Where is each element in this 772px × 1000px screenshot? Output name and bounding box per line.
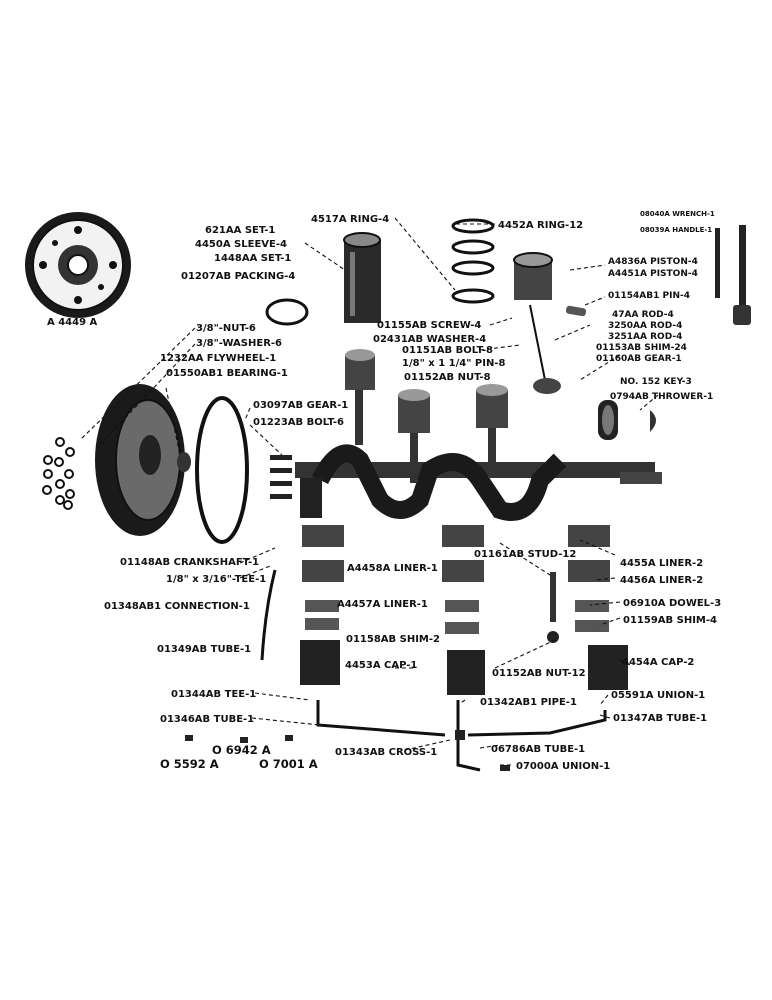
fittings xyxy=(185,730,510,771)
label-connection: 01348AB1 CONNECTION-1 xyxy=(104,601,250,612)
crankshaft-part xyxy=(295,349,662,521)
piston-part xyxy=(513,252,656,440)
label-nut12: 01152AB NUT-12 xyxy=(492,668,586,679)
label-pin8: 1/8" x 1 1/4" PIN-8 xyxy=(402,358,505,369)
label-crankshaft: 01148AB CRANKSHAFT-1 xyxy=(120,557,259,568)
leader-lines xyxy=(79,217,659,766)
label-stud: 01161AB STUD-12 xyxy=(474,549,576,560)
packing-ring xyxy=(265,298,309,326)
flywheel-part xyxy=(95,384,191,536)
label-piston-b: A4451A PISTON-4 xyxy=(608,269,698,279)
label-rod-a: 47AA ROD-4 xyxy=(612,310,674,320)
label-cap1: 4453A CAP-1 xyxy=(345,660,417,671)
label-sleeve: 4450A SLEEVE-4 xyxy=(195,239,287,250)
label-tee1a: 1/8" x 3/16"-TEE-1 xyxy=(166,574,266,585)
label-gear1: 03097AB GEAR-1 xyxy=(253,400,348,411)
label-liner2a: 4455A LINER-2 xyxy=(620,558,703,569)
label-tube1c: 01346AB TUBE-1 xyxy=(160,714,254,725)
label-liner1a: A4458A LINER-1 xyxy=(347,563,438,574)
pulley-part xyxy=(25,212,131,318)
label-thrower: 0794AB THROWER-1 xyxy=(610,392,713,402)
label-p5592: O 5592 A xyxy=(160,757,219,771)
sleeve-part xyxy=(343,232,381,323)
label-shim24: 01153AB SHIM-24 xyxy=(596,343,687,353)
nuts-washers xyxy=(42,437,75,510)
label-cap2: 4454A CAP-2 xyxy=(622,657,694,668)
label-nut8: 01152AB NUT-8 xyxy=(404,372,491,383)
label-tube1d: 06786AB TUBE-1 xyxy=(491,744,585,755)
gear-ring xyxy=(195,396,249,544)
label-flywheel: 1232AA FLYWHEEL-1 xyxy=(160,353,276,364)
label-bolt8: 01151AB BOLT-8 xyxy=(402,345,493,356)
label-union1b: 07000A UNION-1 xyxy=(516,761,610,772)
label-set1: 621AA SET-1 xyxy=(205,225,275,236)
label-ring12: 4452A RING-12 xyxy=(498,220,583,231)
label-ring4: 4517A RING-4 xyxy=(311,214,389,225)
label-wrench: 08040A WRENCH-1 xyxy=(640,210,715,218)
piston-rings xyxy=(451,218,495,304)
label-cross: 01343AB CROSS-1 xyxy=(335,747,437,758)
label-piston-a: A4836A PISTON-4 xyxy=(608,257,698,267)
label-pulley: A 4449 A xyxy=(47,317,98,328)
label-rod-b: 3250AA ROD-4 xyxy=(608,321,682,331)
label-rod-c: 3251AA ROD-4 xyxy=(608,332,682,342)
label-bearing: 01550AB1 BEARING-1 xyxy=(166,368,288,379)
label-liner2b: 4456A LINER-2 xyxy=(620,575,703,586)
label-washer6: 3/8"-WASHER-6 xyxy=(196,338,282,349)
wrench-part xyxy=(715,225,751,325)
label-pipe: 01342AB1 PIPE-1 xyxy=(480,697,577,708)
label-dowel: 06910A DOWEL-3 xyxy=(623,598,721,609)
label-gear1b: 01160AB GEAR-1 xyxy=(596,354,682,364)
label-liner1b: A4457A LINER-1 xyxy=(337,599,428,610)
label-bolt6: 01223AB BOLT-6 xyxy=(253,417,344,428)
label-set1b: 1448AA SET-1 xyxy=(214,253,291,264)
label-key3: NO. 152 KEY-3 xyxy=(620,377,692,387)
label-shim2: 01158AB SHIM-2 xyxy=(346,634,440,645)
label-union1: 05591A UNION-1 xyxy=(611,690,705,701)
bolts xyxy=(270,455,292,499)
label-handle: 08039A HANDLE-1 xyxy=(640,226,712,234)
label-tee1b: 01344AB TEE-1 xyxy=(171,689,256,700)
label-p6942: O 6942 A xyxy=(212,743,271,757)
label-shim4: 01159AB SHIM-4 xyxy=(623,615,717,626)
label-nut6: 3/8"-NUT-6 xyxy=(196,323,256,334)
label-screw: 01155AB SCREW-4 xyxy=(377,320,481,331)
label-tube1a: 01349AB TUBE-1 xyxy=(157,644,251,655)
label-pin4: 01154AB1 PIN-4 xyxy=(608,291,690,301)
label-washer4: 02431AB WASHER-4 xyxy=(373,334,486,345)
label-packing: 01207AB PACKING-4 xyxy=(181,271,295,282)
bearing-sets xyxy=(300,525,628,695)
label-p7001: O 7001 A xyxy=(259,757,318,771)
label-tube1b: 01347AB TUBE-1 xyxy=(613,713,707,724)
